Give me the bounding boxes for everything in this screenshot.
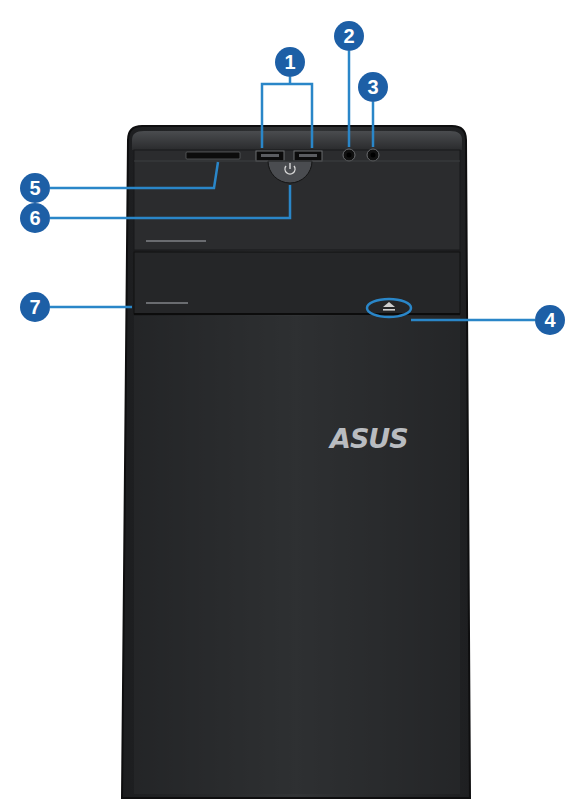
callout-number: 3 xyxy=(358,72,388,102)
callout-number: 4 xyxy=(535,305,565,335)
callout-number: 2 xyxy=(334,21,364,51)
callout-number: 1 xyxy=(275,47,305,77)
callout-number: 7 xyxy=(20,292,50,322)
brand-logo: ASUS xyxy=(330,423,408,454)
callout-number: 6 xyxy=(20,203,50,233)
callout-number: 5 xyxy=(20,173,50,203)
